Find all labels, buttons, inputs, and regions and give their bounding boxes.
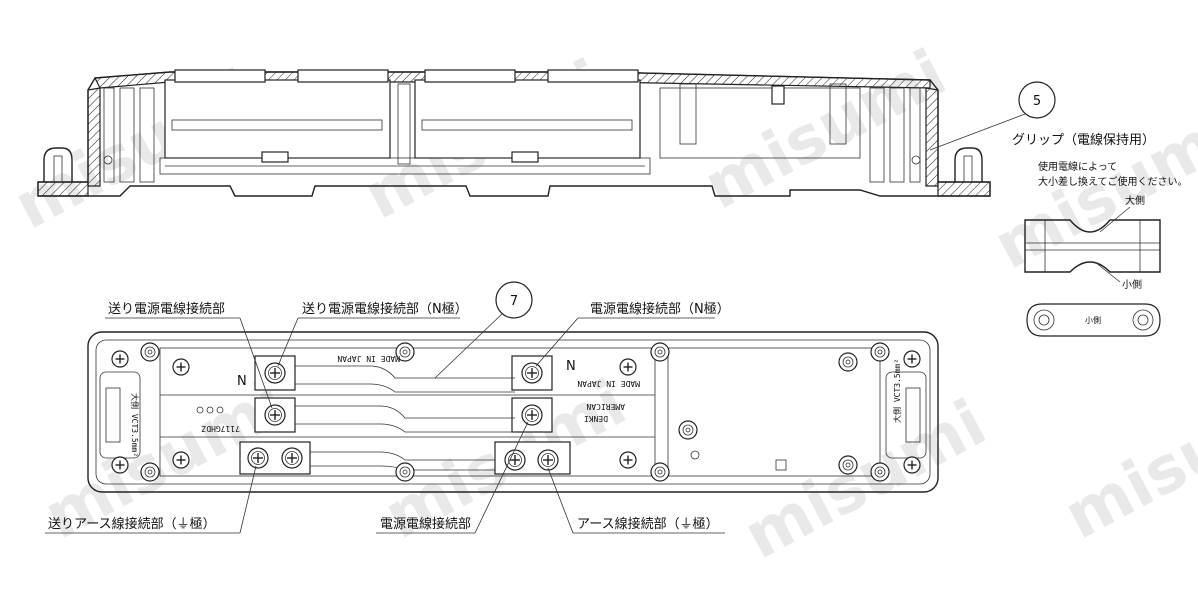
grip-note-line1: 使用電線によって: [1038, 160, 1117, 173]
callout-7: 7: [434, 281, 533, 379]
grip-note-line2: 大小差し換えてご使用ください。: [1038, 175, 1188, 188]
plan-view: N N MADE IN JAPAN MADE IN JAPAN AMERICAN…: [87, 331, 939, 493]
callout-5: 5: [929, 81, 1056, 151]
made-in-japan-left: MADE IN JAPAN: [337, 354, 400, 363]
cable-spec-right: 大側 VCT3.5mm²: [892, 359, 902, 423]
svg-text:5: 5: [1033, 94, 1041, 109]
model-number: 7117GHDZ: [201, 424, 240, 433]
grip-small-side-label: 小側: [1122, 278, 1142, 291]
grip-title: グリップ（電線保持用）: [1012, 132, 1155, 148]
cable-spec-left: 大側 VCT3.5mm²: [130, 393, 140, 457]
svg-text:misumi: misumi: [983, 96, 1198, 284]
grip-large-side-label: 大側: [1125, 194, 1145, 207]
label-power: 電源電線接続部: [380, 516, 471, 532]
svg-text:misumi: misumi: [1053, 366, 1198, 554]
pole-n-right: N: [566, 359, 576, 374]
brand-line1: AMERICAN: [586, 402, 625, 411]
label-feed-power: 送り電源電線接続部: [108, 301, 225, 317]
side-section-view: [37, 69, 991, 197]
label-feed-earth: 送りアース線接続部（⏚極）: [48, 516, 216, 532]
label-feed-power-n: 送り電源電線接続部（N極）: [302, 301, 468, 317]
brand-line2: DENKI: [584, 414, 608, 423]
grip-part-label: 小側: [1085, 315, 1101, 325]
made-in-japan-right: MADE IN JAPAN: [577, 379, 640, 388]
grip-detail: グリップ（電線保持用） 使用電線によって 大小差し換えてご使用ください。 大側 …: [1012, 132, 1188, 337]
label-earth: アース線接続部（⏚極）: [577, 516, 719, 532]
label-power-n: 電源電線接続部（N極）: [590, 301, 730, 317]
svg-text:misumi: misumi: [733, 386, 998, 574]
leader-labels: 送り電源電線接続部 送り電源電線接続部（N極） 電源電線接続部（N極） 送りアー…: [45, 301, 730, 534]
pole-n-left: N: [237, 374, 247, 389]
svg-text:7: 7: [510, 294, 518, 309]
